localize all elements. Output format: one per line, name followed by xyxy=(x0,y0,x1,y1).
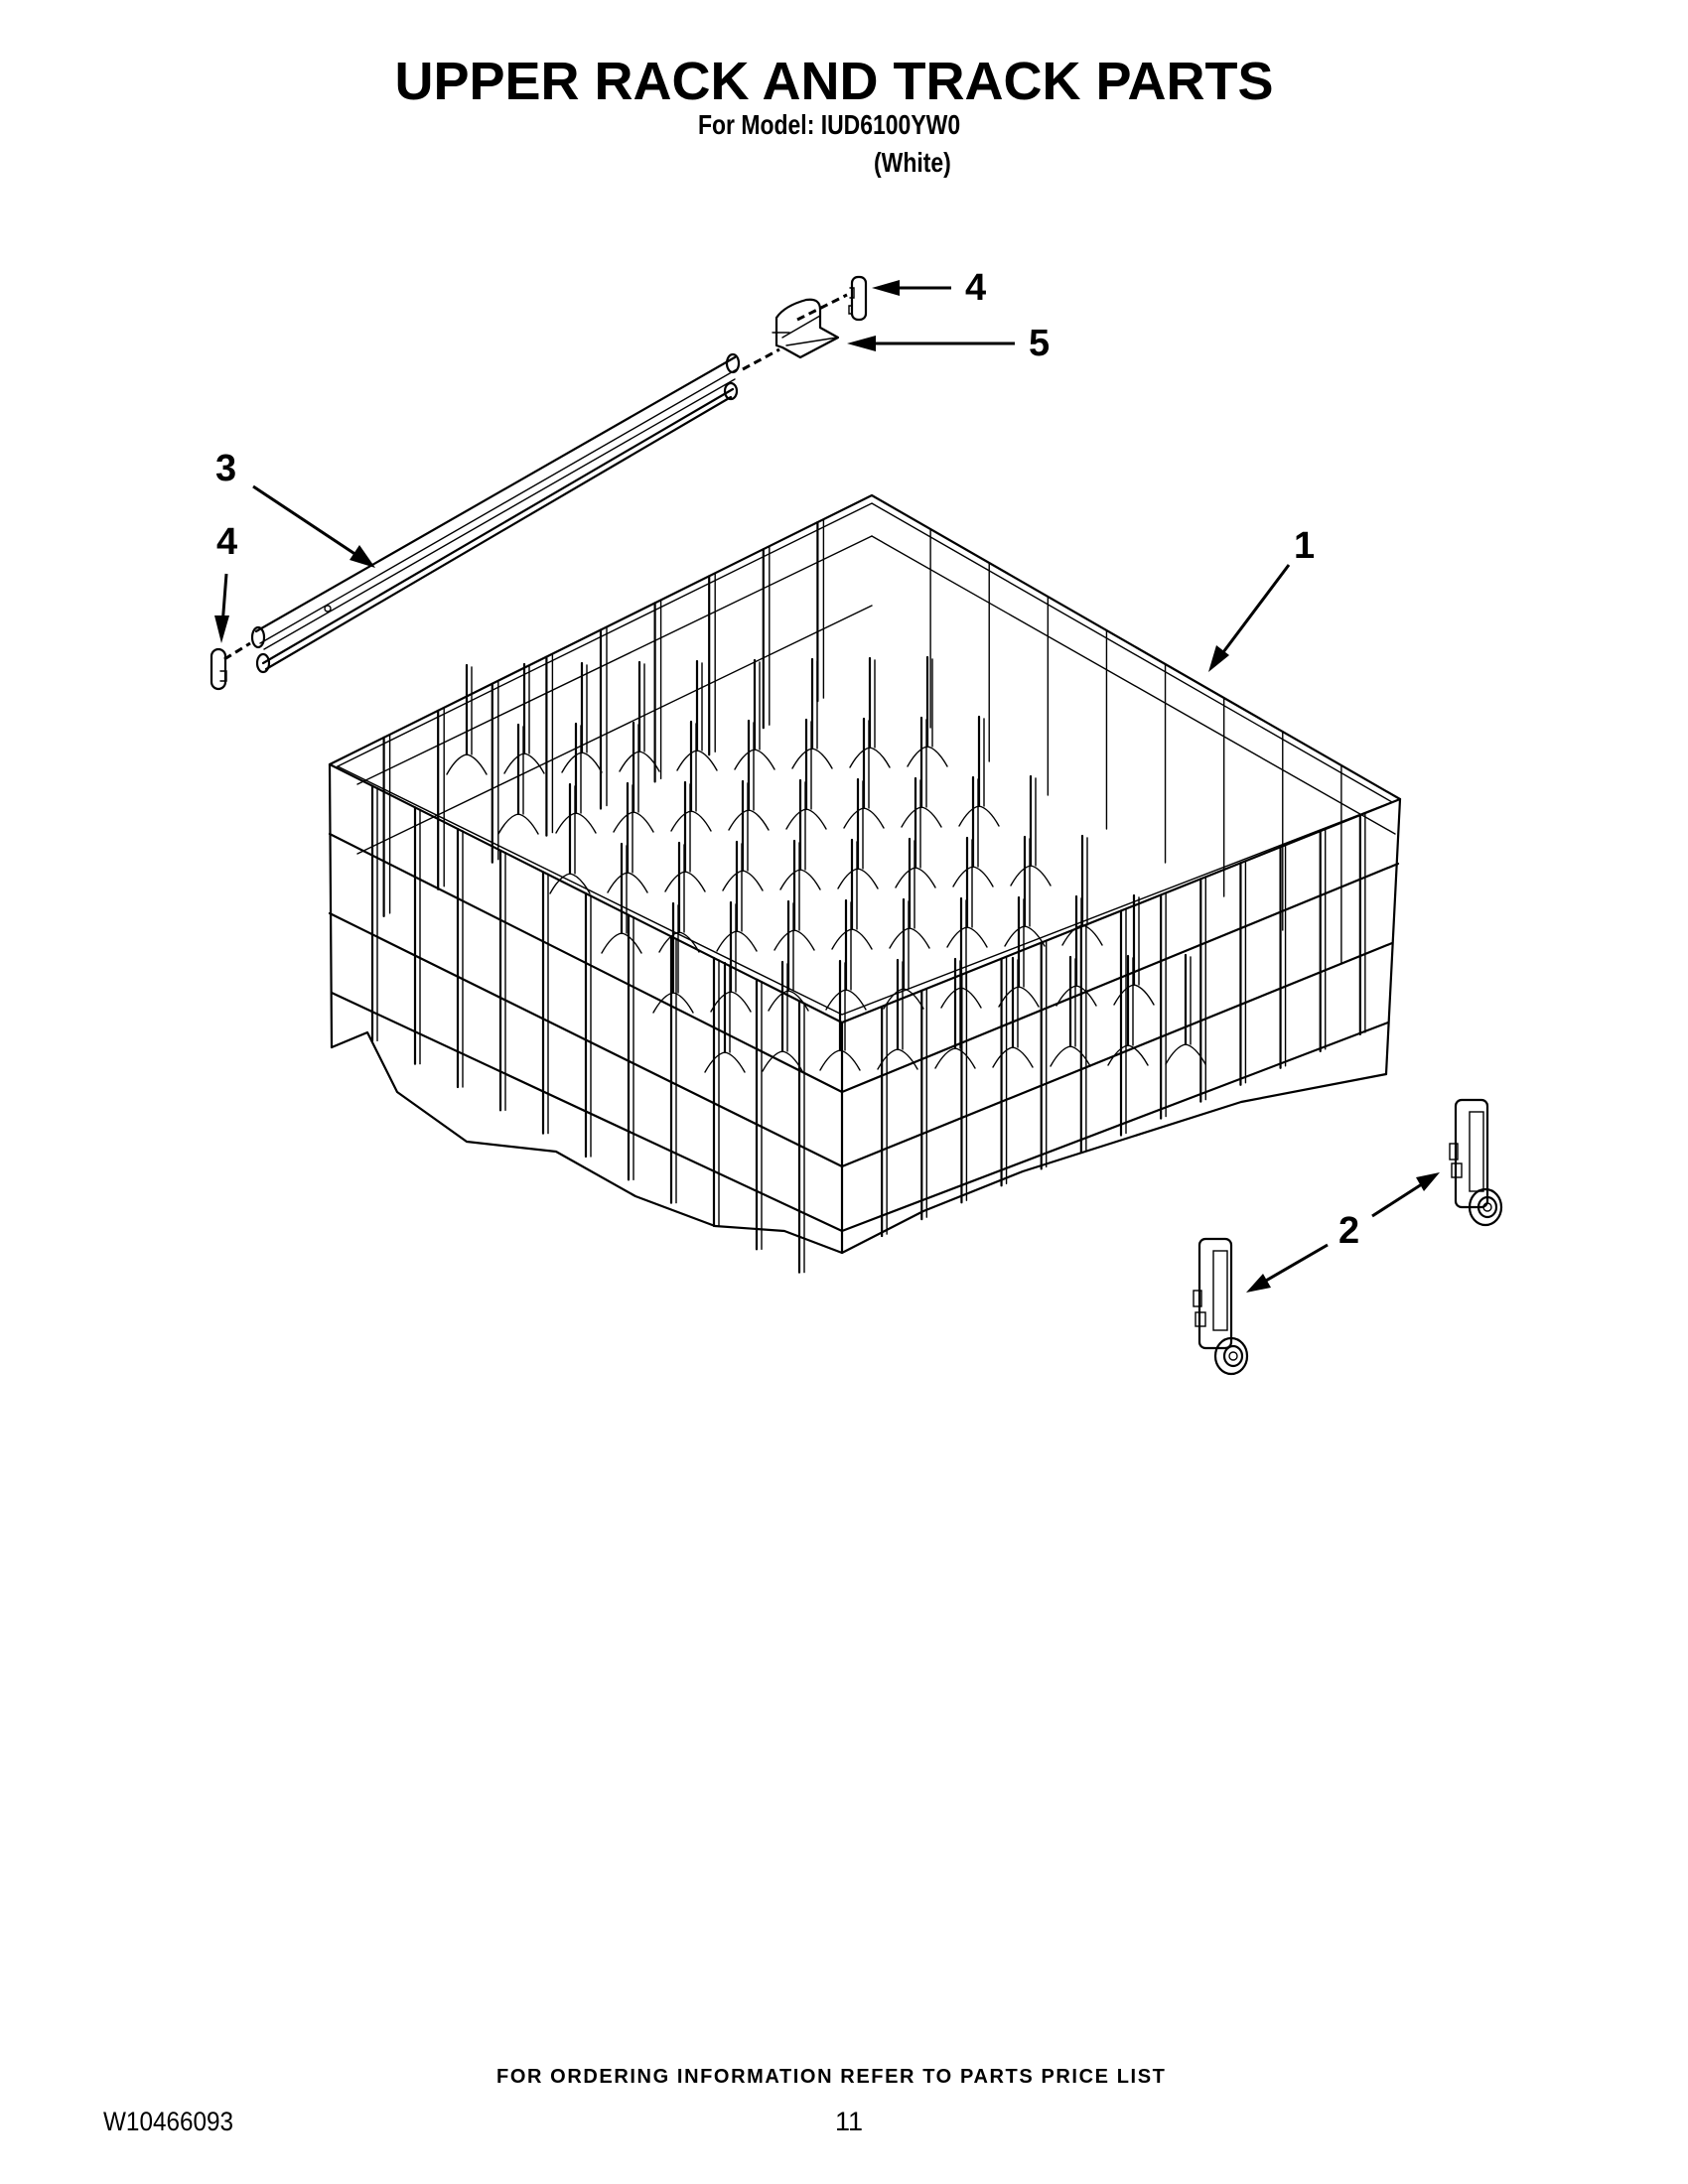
callout-4-top-arrow-icon xyxy=(872,280,951,296)
callout-4-top: 4 xyxy=(965,267,987,309)
callout-3-arrow-icon xyxy=(252,484,375,568)
ordering-notice: FOR ORDERING INFORMATION REFER TO PARTS … xyxy=(496,2066,1167,2088)
document-number: W10466093 xyxy=(103,2107,234,2136)
callout-5: 5 xyxy=(1029,323,1051,364)
callout-1-arrow-icon xyxy=(1208,564,1291,672)
track-stop-icon xyxy=(772,298,840,359)
rack-roller-assembly-icon xyxy=(1449,1098,1503,1227)
upper-rack-basket-icon xyxy=(328,493,1402,1255)
rack-roller-assembly-icon xyxy=(1193,1237,1249,1376)
callout-2-left-arrow-icon xyxy=(1246,1243,1329,1293)
track-rail-icon xyxy=(250,352,741,674)
callout-4-left-arrow-icon xyxy=(214,573,229,643)
page-title: UPPER RACK AND TRACK PARTS xyxy=(394,52,1274,111)
rack-front-right-wires xyxy=(881,812,1366,1238)
page-number: 11 xyxy=(835,2107,864,2136)
model-color: (White) xyxy=(874,147,951,178)
callout-4-left: 4 xyxy=(216,521,238,563)
callout-2: 2 xyxy=(1338,1210,1360,1252)
model-number: For Model: IUD6100YW0 xyxy=(698,109,961,140)
rack-front-left-wires xyxy=(370,784,805,1274)
callout-2-right-arrow-icon xyxy=(1371,1172,1440,1218)
callout-5-arrow-icon xyxy=(847,336,1015,351)
track-end-cap-icon xyxy=(210,647,227,691)
track-end-cap-icon xyxy=(848,275,868,322)
callout-3: 3 xyxy=(215,448,237,489)
callout-1: 1 xyxy=(1294,525,1316,567)
rack-back-left-tines xyxy=(382,518,1342,965)
rack-interior-tines xyxy=(446,655,1206,1073)
